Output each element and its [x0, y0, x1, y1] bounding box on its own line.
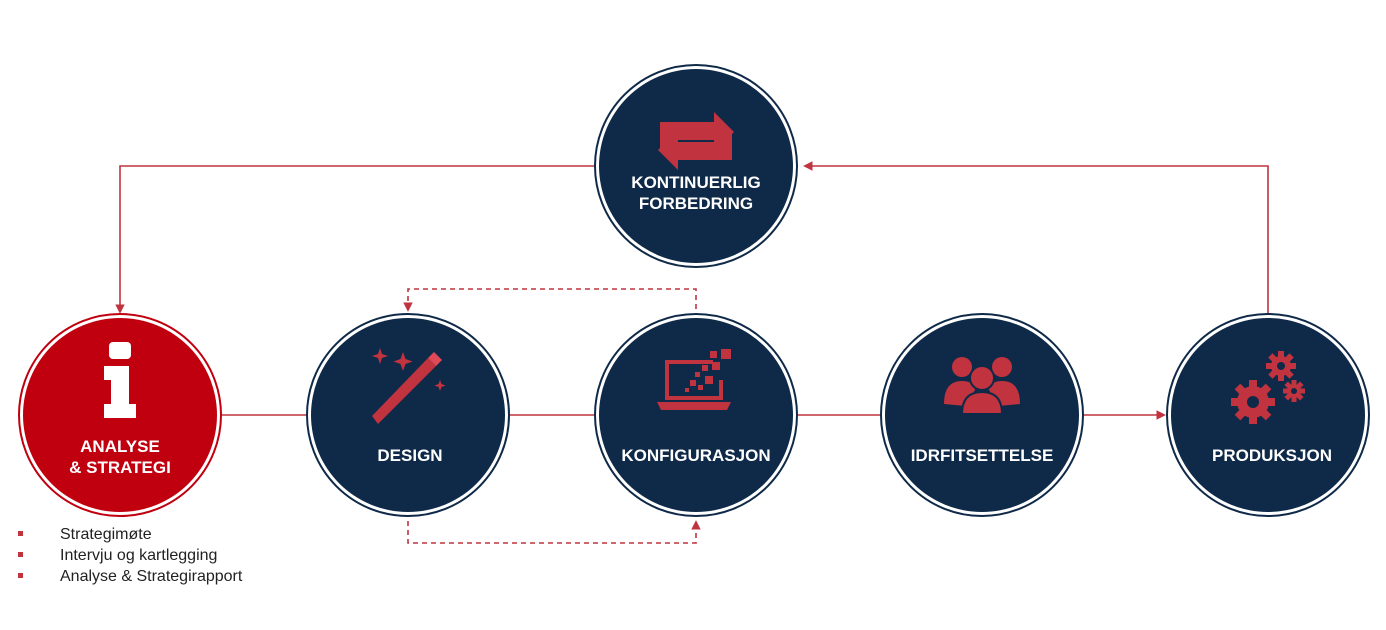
- idrfitsettelse-label: IDRFITSETTELSE: [911, 446, 1054, 465]
- produksjon-label: PRODUKSJON: [1212, 446, 1332, 465]
- bullet-square-icon: [18, 531, 23, 536]
- analyse-item-list: Strategimøte Intervju og kartlegging Ana…: [18, 524, 242, 587]
- connectors: [115, 161, 1269, 544]
- analyse-item: Intervju og kartlegging: [18, 545, 242, 566]
- konfigurasjon-label: KONFIGURASJON: [621, 446, 770, 465]
- bullet-square-icon: [18, 573, 23, 578]
- node-kontinuerlig-forbedring: KONTINUERLIG FORBEDRING: [594, 64, 798, 268]
- kontinuerlig-label-line2: FORBEDRING: [639, 194, 753, 213]
- refresh-arrows-icon: [658, 112, 734, 170]
- analyse-label-line2: & STRATEGI: [69, 458, 171, 477]
- dashed-loop-konfigurasjon-design: [403, 288, 697, 318]
- laptop-icon: [657, 349, 731, 410]
- kontinuerlig-label-line1: KONTINUERLIG: [631, 173, 760, 192]
- design-label: DESIGN: [377, 446, 442, 465]
- magic-wand-icon: [372, 348, 446, 424]
- node-analyse-strategi: ANALYSE & STRATEGI: [18, 313, 222, 517]
- analyse-item: Analyse & Strategirapport: [18, 566, 242, 587]
- node-idrfitsettelse: IDRFITSETTELSE: [880, 313, 1084, 517]
- connector-produksjon-kontinuerlig: [803, 161, 1269, 315]
- connector-kontinuerlig-analyse: [115, 165, 594, 314]
- node-konfigurasjon: KONFIGURASJON: [594, 313, 798, 517]
- info-icon: [104, 342, 136, 418]
- node-produksjon: PRODUKSJON: [1166, 313, 1370, 517]
- people-group-icon: [944, 357, 1020, 415]
- analyse-label-line1: ANALYSE: [80, 437, 160, 456]
- bullet-square-icon: [18, 552, 23, 557]
- analyse-item: Strategimøte: [18, 524, 242, 545]
- dashed-loop-design-konfigurasjon: [407, 512, 701, 544]
- node-design: DESIGN: [306, 313, 510, 517]
